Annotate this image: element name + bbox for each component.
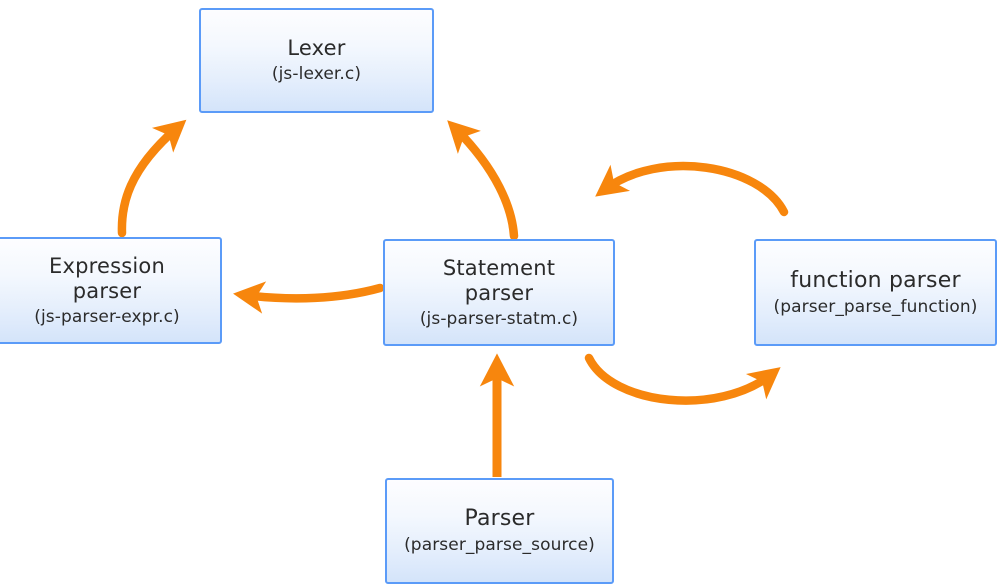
edge-statement-to-function (584, 353, 781, 405)
node-statement-parser-title: Statement parser (442, 255, 556, 306)
node-lexer-subtitle: (js-lexer.c) (271, 63, 362, 84)
node-function-parser-subtitle: (parser_parse_function) (773, 296, 978, 317)
node-lexer[interactable]: Lexer (js-lexer.c) (199, 8, 434, 113)
node-expression-parser-title: Expression parser (49, 253, 165, 304)
edge-statement-to-lexer (447, 120, 519, 241)
edge-statement-to-expression (233, 281, 385, 314)
node-function-parser-title: function parser (790, 267, 961, 293)
node-lexer-title: Lexer (287, 36, 346, 61)
node-parser-subtitle: (parser_parse_source) (404, 535, 595, 556)
node-expression-parser[interactable]: Expression parser (js-parser-expr.c) (0, 237, 222, 344)
node-parser[interactable]: Parser (parser_parse_source) (385, 478, 614, 584)
edge-function-to-statement (595, 161, 789, 217)
node-function-parser[interactable]: function parser (parser_parse_function) (754, 239, 997, 346)
node-expression-parser-subtitle: (js-parser-expr.c) (34, 306, 180, 327)
node-statement-parser-subtitle: (js-parser-statm.c) (419, 308, 579, 329)
node-statement-parser[interactable]: Statement parser (js-parser-statm.c) (383, 239, 615, 346)
node-parser-title: Parser (464, 506, 535, 532)
edge-expression-to-lexer (117, 119, 187, 238)
